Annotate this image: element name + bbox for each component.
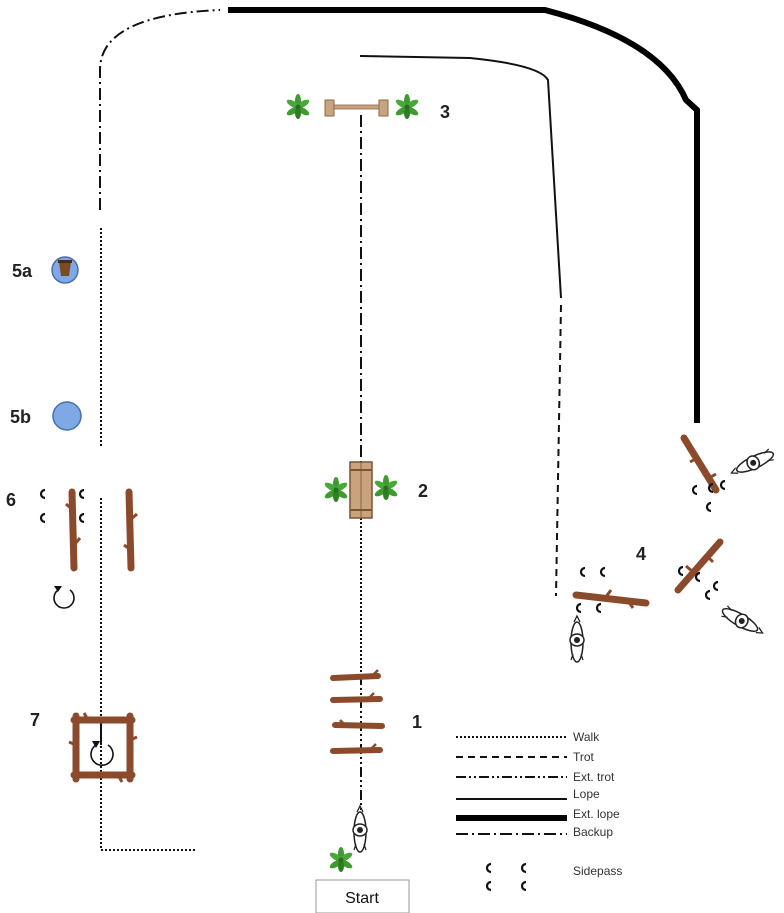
obstacle-2-bridge — [323, 461, 399, 519]
plant-icon — [323, 477, 349, 502]
start-rider-icon — [352, 805, 368, 853]
ext-lope-line — [228, 7, 700, 423]
circle-arrow-icon — [53, 586, 75, 609]
rider-icon — [718, 603, 767, 640]
obstacle-7-box — [68, 712, 138, 783]
trot-line-to-4 — [555, 304, 562, 597]
start-box: Start — [315, 879, 410, 913]
plant-icon — [394, 94, 420, 119]
legend-backup-label: Backup — [573, 825, 613, 839]
circle-arrow-icon — [90, 741, 114, 766]
obstacle-1-label: 1 — [412, 712, 422, 732]
rider-icon — [569, 615, 585, 663]
legend-ext-lope-label: Ext. lope — [573, 807, 620, 821]
plant-icon — [373, 475, 399, 500]
legend-trot-label: Trot — [573, 750, 595, 764]
plant-icon — [328, 847, 354, 872]
obstacle-4-logs — [569, 434, 777, 663]
legend-ext-trot-label: Ext. trot — [573, 770, 615, 784]
rider-icon — [727, 446, 777, 481]
plant-icon — [285, 94, 311, 119]
backup-line-left-arc — [99, 9, 221, 210]
obstacle-5a-label: 5a — [12, 261, 33, 281]
obstacle-5a-barrel-with-bucket — [51, 256, 79, 284]
obstacle-5b-barrel — [52, 401, 82, 431]
legend-lope-label: Lope — [573, 787, 600, 801]
legend-sidepass-label: Sidepass — [573, 864, 622, 878]
walk-line-left-bottom — [100, 498, 196, 851]
legend-walk-label: Walk — [573, 730, 600, 744]
obstacle-1-poles — [330, 669, 385, 754]
legend-sidepass-swatch — [485, 862, 528, 892]
legend: Walk Trot Ext. trot Lope Ext. lope Backu… — [456, 730, 622, 892]
lope-line — [359, 55, 562, 299]
obstacle-3-label: 3 — [440, 102, 450, 122]
obstacle-7-label: 7 — [30, 710, 40, 730]
obstacle-3-gate — [285, 94, 420, 119]
obstacle-6-label: 6 — [6, 490, 16, 510]
obstacle-2-label: 2 — [418, 481, 428, 501]
obstacle-4-label: 4 — [636, 544, 646, 564]
obstacle-6-logs — [39, 488, 138, 609]
start-label: Start — [345, 890, 379, 907]
obstacle-5b-label: 5b — [10, 407, 31, 427]
